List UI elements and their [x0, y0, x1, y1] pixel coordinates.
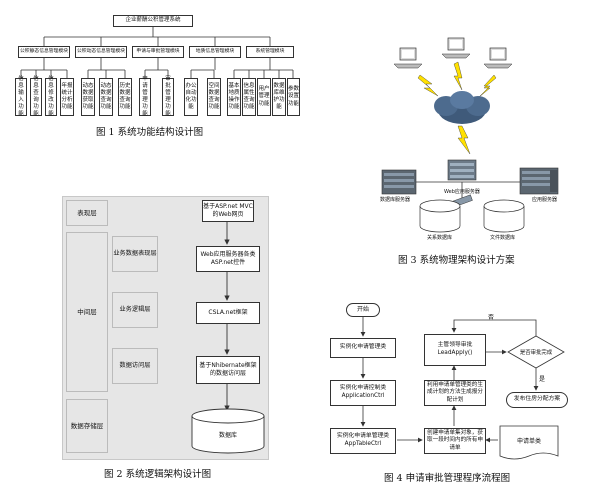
- fig4-start: 开始: [346, 303, 380, 317]
- fig1-leaf: 历史数据查询功能: [118, 78, 132, 116]
- fig1-leaf: 空间数据查询功能: [207, 78, 221, 116]
- fig2-layer-presentation: 表现层: [66, 200, 108, 226]
- fig3-label-web-server: Web应用服务器: [444, 189, 480, 195]
- fig4-no-label: 否: [488, 314, 495, 321]
- fig2-layer-storage: 数据存储层: [66, 399, 108, 453]
- fig4-step-instantiate-apptable: 实例化申请单管理类 AppTableCtrl: [330, 428, 396, 454]
- fig1-leaf: 信息查询功能: [30, 76, 42, 117]
- application-server-icon: [519, 167, 559, 195]
- fig4-step-create-collection: 创建申请单集对象，获取一段时间内的所有申请单: [424, 428, 486, 454]
- internet-cloud-icon: [434, 91, 490, 124]
- fig4-step-instantiate-apply-mgr: 实例化申请管理类: [330, 338, 396, 358]
- computer-icon: [393, 47, 423, 69]
- fig2-logic-architecture: 表现层 中间层 数据存储层 业务数据表现层 业务逻辑层 数据访问层 基于ASP.…: [62, 196, 269, 460]
- lightning-icon: [477, 74, 497, 99]
- fig1-leaf: 信息属性查询功能: [242, 78, 256, 116]
- fig1-leaf: 审批管理功能: [162, 76, 174, 117]
- fig1-module: 系统管理模块: [246, 46, 294, 58]
- fig1-leaf: 动态数据获取功能: [81, 78, 95, 116]
- fig2-database-label: 数据库: [218, 432, 237, 439]
- fig1-leaf: 参数设置功能: [287, 78, 300, 116]
- fig2-sublayer-business-logic: 业务逻辑层: [112, 292, 158, 328]
- computer-icon: [483, 47, 513, 69]
- fig1-leaf: 用户管理功能: [257, 78, 271, 116]
- fig2-box-nhibernate: 基于Nhibernate框架的数据访问层: [196, 356, 260, 384]
- fig2-box-csla: CSLA.net框架: [196, 302, 260, 324]
- relational-database-icon: [419, 199, 461, 233]
- fig2-database-cylinder: [191, 408, 265, 454]
- fig3-physical-architecture: 数据库服务器 Web应用服务器 应用服务器 关系数据库 文件数据库: [362, 20, 594, 250]
- fig1-module: 公积静态信息管理模块: [18, 46, 70, 58]
- fig1-leaf: 基本地质操作功能: [227, 78, 241, 116]
- fig2-arrows: [191, 222, 265, 454]
- lightning-icon: [457, 125, 471, 155]
- fig1-leaf: 数据库维护功能: [272, 78, 286, 116]
- fig1-leaf: 动态数据查询功能: [99, 78, 113, 116]
- fig4-step-publish: 发布住房分配方案: [506, 392, 568, 408]
- fig4-decision-label: 是否审批完成: [519, 350, 553, 356]
- fig4-step-instantiate-ctrl: 实例化申请控制类 ApplicationCtrl: [330, 380, 396, 406]
- fig3-network-diagram: [381, 37, 559, 233]
- fig1-caption: 图 1 系统功能结构设计图: [96, 127, 204, 138]
- fig4-yes-label: 是: [539, 376, 546, 383]
- fig4-doc-label: 申请单类: [516, 438, 541, 445]
- web-server-icon: [447, 159, 477, 181]
- fig4-flowchart: 开始 实例化申请管理类 实例化申请控制类 ApplicationCtrl 实例化…: [318, 298, 596, 468]
- fig4-arrows: [360, 317, 565, 460]
- fig1-leaf: 年报统计分析功能: [60, 78, 74, 116]
- fig2-layer-middle: 中间层: [66, 232, 108, 392]
- fig4-decision-diamond: [507, 335, 565, 369]
- fig2-sublayer-data-access: 数据访问层: [112, 348, 158, 384]
- fig1-leaf: 信息输入功能: [15, 76, 27, 117]
- fig2-box-aspnet-mvc: 基于ASP.net MVC的Web网页: [202, 200, 254, 222]
- fig3-label-file-db: 文件数据库: [490, 235, 516, 241]
- fig1-module: 地质信息管理模块: [189, 46, 241, 58]
- fig2-sublayer-business-data: 业务数据表现层: [112, 236, 158, 272]
- fig4-step-generate-plan: 利用申请单管理类的生成计划的方法生成报分配计划: [424, 380, 486, 406]
- fig1-leaf: 信息修改功能: [45, 76, 57, 117]
- fig3-caption: 图 3 系统物理架构设计方案: [398, 255, 515, 266]
- fig4-step-leader-approve: 主管领导审批 LeadApply(): [424, 334, 486, 366]
- fig1-connectors: [20, 27, 294, 78]
- file-database-icon: [483, 199, 525, 233]
- computer-icon: [441, 37, 471, 59]
- fig1-root: 企业薪酬公积管理系统: [113, 15, 193, 27]
- fig1-function-structure: 企业薪酬公积管理系统 公积静态信息管理模块 公积动态信息管理模块 申请与审批管理…: [8, 0, 300, 140]
- fig3-label-app-server: 应用服务器: [532, 197, 558, 203]
- fig2-box-web-server: Web应用服务器各类ASP.net控件: [196, 246, 260, 272]
- lightning-icon: [417, 74, 439, 97]
- fig1-module: 申请与审批管理模块: [132, 46, 184, 58]
- fig4-caption: 图 4 申请审批管理程序流程图: [384, 473, 511, 484]
- fig1-leaf: 办公自动化功能: [184, 78, 198, 116]
- fig4-document-shape: [499, 425, 559, 460]
- fig1-leaf: 申请管理功能: [139, 76, 151, 117]
- fig3-label-db-server: 数据库服务器: [380, 197, 411, 203]
- fig2-caption: 图 2 系统逻辑架构设计图: [104, 469, 212, 480]
- lightning-icon: [453, 61, 463, 91]
- database-server-icon: [381, 169, 417, 195]
- fig3-label-relational-db: 关系数据库: [427, 235, 453, 241]
- fig1-module: 公积动态信息管理模块: [75, 46, 127, 58]
